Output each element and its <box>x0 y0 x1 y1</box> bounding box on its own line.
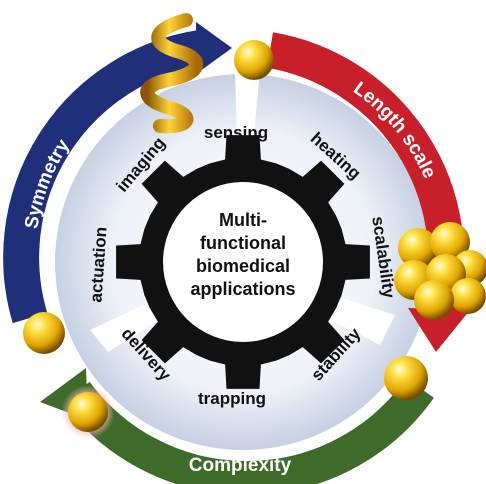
center-line-3: biomedical <box>196 256 290 276</box>
sphere-top-icon <box>234 40 274 80</box>
app-sensing: sensing <box>204 123 268 142</box>
center-label: Multi- functional biomedical application… <box>190 210 295 299</box>
helix-particle-icon <box>140 13 204 134</box>
sphere-cluster-icon <box>394 222 486 320</box>
sphere-left-icon <box>23 312 65 354</box>
gear-center <box>163 182 323 342</box>
complexity-label: Complexity <box>189 455 292 476</box>
center-line-4: applications <box>190 279 295 299</box>
center-line-2: functional <box>200 233 286 253</box>
center-line-1: Multi- <box>219 210 267 230</box>
sphere-halo-icon <box>68 392 108 432</box>
app-trapping: trapping <box>198 389 266 408</box>
sphere-right-icon <box>384 356 428 400</box>
